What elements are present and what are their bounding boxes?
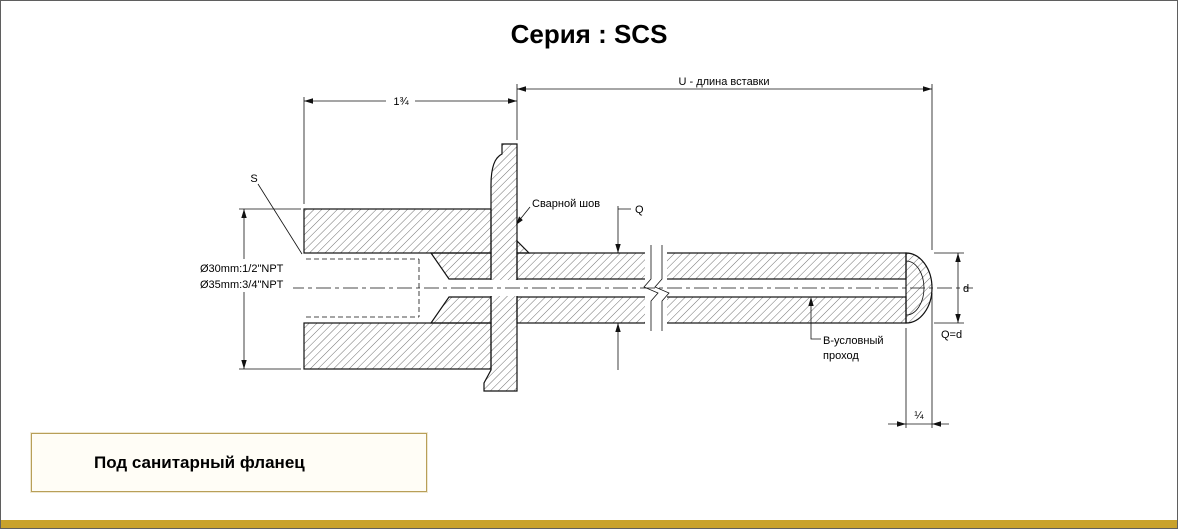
arrowheads — [241, 86, 961, 427]
break-line-right — [654, 245, 670, 331]
label-weld-seam: Сварной шов — [532, 198, 600, 210]
dimension-annotations: 1¾ U - длина вставки S Сварной шов Q Ø30… — [197, 76, 969, 428]
dim-label-1-3-4: 1¾ — [393, 96, 409, 108]
break-line-left — [643, 245, 659, 331]
body-bottom-wall — [303, 322, 492, 370]
stem-right-top-wall — [662, 252, 907, 280]
label-npt-three-quarter-inch: Ø35mm:3/4"NPT — [200, 279, 284, 291]
dim-label-insert-length: U - длина вставки — [678, 76, 769, 88]
leader-s — [257, 183, 303, 255]
weld-bead — [516, 239, 531, 254]
stem-left-top-wall — [516, 252, 648, 280]
stem-right-bottom-wall — [662, 296, 907, 324]
series-title: Серия : SCS — [510, 19, 668, 49]
label-nominal-bore-line2: проход — [823, 350, 859, 362]
body-upper-web — [429, 252, 492, 280]
label-npt-half-inch: Ø30mm:1/2"NPT — [200, 263, 284, 275]
dim-label-q: Q — [635, 204, 644, 216]
dim-label-quarter-inch: ¼ — [914, 410, 924, 422]
sanitary-flange-section — [483, 143, 518, 392]
body-lower-web — [429, 296, 492, 324]
npt-label-backing — [197, 259, 293, 292]
mount-type-label: Под санитарный фланец — [94, 452, 305, 472]
part-geometry — [289, 143, 973, 392]
extension-lines — [239, 84, 964, 428]
mount-type-box: Под санитарный фланец — [31, 433, 427, 492]
stem-left-bottom-wall — [516, 296, 648, 324]
label-q-equals-d: Q=d — [941, 329, 962, 341]
break-gap — [645, 245, 667, 331]
gold-accent-bar — [1, 520, 1177, 528]
body-top-wall — [303, 208, 492, 254]
label-s-thread: S — [250, 173, 257, 185]
leader-nominal-bore — [810, 299, 821, 340]
label-nominal-bore-line1: B-условный — [823, 335, 884, 347]
dim-label-d: d — [963, 283, 969, 295]
